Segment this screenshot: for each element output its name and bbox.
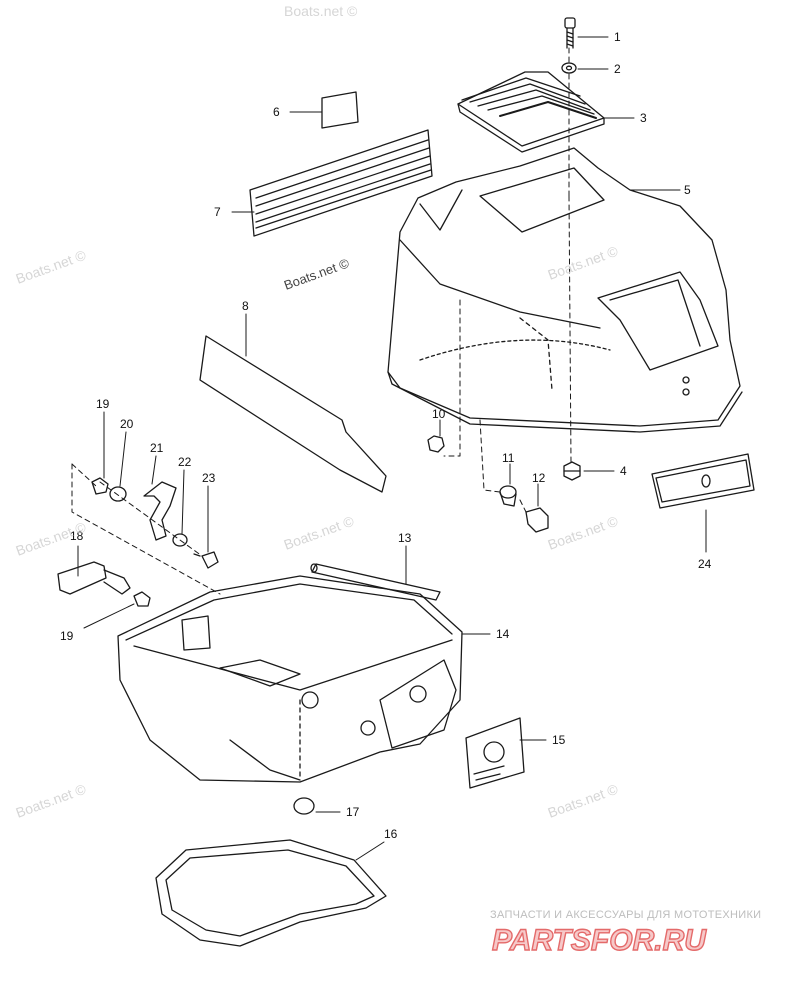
- callout-4: 4: [620, 464, 627, 478]
- part-19-nut-upper: [91, 477, 109, 495]
- part-17-plug: [293, 797, 315, 815]
- callout-labels: 1 2 3 4 5 6 7 8 10 11 12 13 14 15 16 17 …: [60, 30, 712, 841]
- part-14-bottom-cowl: [117, 575, 463, 783]
- callout-2: 2: [614, 62, 621, 76]
- watermark: Boats.net ©: [546, 242, 621, 282]
- part-19-nut-lower: [133, 591, 151, 607]
- part-6-decal: [321, 91, 359, 129]
- part-4-grommet: [563, 461, 581, 481]
- callout-19-upper: 19: [96, 397, 110, 411]
- watermarks: Boats.net © Boats.net © Boats.net © Boat…: [14, 3, 621, 821]
- callout-8: 8: [242, 299, 249, 313]
- part-2-washer: [561, 62, 577, 74]
- brand-footer: ЗАПЧАСТИ И АКСЕССУАРЫ ДЛЯ МОТОТЕХНИКИ PA…: [490, 909, 761, 958]
- callout-3: 3: [640, 111, 647, 125]
- callout-10: 10: [432, 407, 446, 421]
- callout-17: 17: [346, 805, 360, 819]
- callout-21: 21: [150, 441, 164, 455]
- callout-16: 16: [384, 827, 398, 841]
- callout-5: 5: [684, 183, 691, 197]
- part-18-latch-handle: [57, 561, 131, 595]
- part-15-label: [465, 717, 525, 789]
- watermark: Boats.net ©: [282, 255, 352, 293]
- part-21-latch-hook: [143, 481, 177, 541]
- watermark: Boats.net ©: [546, 512, 621, 552]
- part-10-nut: [427, 435, 445, 453]
- watermark: Boats.net ©: [14, 246, 89, 286]
- part-8-seal-strip: [199, 335, 387, 493]
- part-11-spacer: [499, 485, 517, 507]
- brand-tagline: ЗАПЧАСТИ И АКСЕССУАРЫ ДЛЯ МОТОТЕХНИКИ: [490, 909, 761, 921]
- callout-1: 1: [614, 30, 621, 44]
- callout-15: 15: [552, 733, 566, 747]
- assembly-lines: [71, 47, 572, 595]
- callout-6: 6: [273, 105, 280, 119]
- callout-12: 12: [532, 471, 546, 485]
- callout-19-lower: 19: [60, 629, 74, 643]
- callout-11: 11: [502, 451, 515, 465]
- callout-14: 14: [496, 627, 510, 641]
- brand-logo-fill: PARTSFOR.RU: [492, 924, 707, 957]
- callout-20: 20: [120, 417, 134, 431]
- callout-22: 22: [178, 455, 192, 469]
- callout-7: 7: [214, 205, 221, 219]
- watermark: Boats.net ©: [546, 780, 621, 820]
- callout-24: 24: [698, 557, 712, 571]
- part-22-washer: [172, 533, 188, 547]
- leader-lines: [77, 36, 707, 861]
- part-13-rod: [310, 563, 441, 601]
- callout-13: 13: [398, 531, 412, 545]
- part-24-plate: [651, 453, 755, 509]
- part-5-top-cowl: [387, 147, 743, 433]
- part-7-stripe-decal: [249, 129, 433, 237]
- watermark: Boats.net ©: [284, 3, 358, 19]
- part-1-bolt: [564, 17, 576, 49]
- part-12-fastener: [525, 507, 549, 533]
- callout-18: 18: [70, 529, 84, 543]
- watermark: Boats.net ©: [282, 512, 357, 552]
- part-23-screw: [193, 551, 219, 569]
- watermark: Boats.net ©: [14, 780, 89, 820]
- brand-logo: PARTSFOR.RU: [492, 924, 707, 957]
- part-3-vent-cap: [457, 71, 605, 153]
- callout-23: 23: [202, 471, 216, 485]
- part-16-gasket: [155, 839, 387, 947]
- part-20-bushing: [109, 486, 127, 502]
